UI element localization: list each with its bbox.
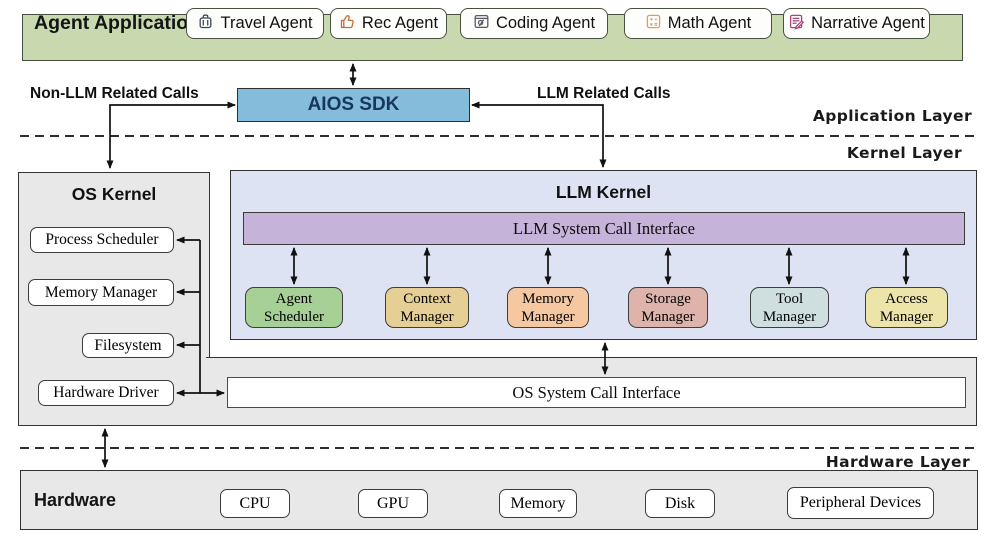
- os-system-call-interface-bar: OS System Call Interface: [227, 377, 966, 408]
- manager-tool: Tool Manager: [750, 287, 829, 328]
- hardware-disk: Disk: [645, 489, 715, 518]
- hardware-title: Hardware: [34, 489, 117, 510]
- manager-label-line1: Agent: [275, 290, 313, 307]
- luggage-icon: [197, 13, 214, 35]
- manager-label-line2: Manager: [521, 308, 575, 325]
- agent-box-label: Travel Agent: [220, 14, 313, 32]
- calculator-icon: [645, 13, 662, 35]
- arrow-sdk-os-kernel: [106, 101, 236, 169]
- thumbs-up-icon: [339, 13, 356, 35]
- hardware-layer-label: Hardware Layer: [825, 453, 970, 471]
- agent-box-rec: Rec Agent: [330, 8, 447, 39]
- agent-box-math: Math Agent: [624, 8, 772, 39]
- hardware-memory: Memory: [499, 489, 577, 518]
- agent-box-coding: Coding Agent: [460, 8, 608, 39]
- os-module-memory-manager: Memory Manager: [28, 279, 174, 306]
- manager-agent-scheduler: Agent Scheduler: [245, 287, 343, 328]
- agent-box-narrative: Narrative Agent: [783, 8, 930, 39]
- hardware-peripheral-devices: Peripheral Devices: [787, 487, 934, 519]
- manager-label-line2: Manager: [762, 308, 817, 325]
- manager-label-line1: Context: [403, 290, 451, 307]
- os-kernel-title: OS Kernel: [71, 184, 157, 204]
- llm-system-call-interface-bar: LLM System Call Interface: [243, 212, 965, 245]
- manager-label-line1: Access: [885, 290, 928, 307]
- hardware-cpu: CPU: [220, 489, 290, 518]
- llm-kernel-title: LLM Kernel: [555, 182, 652, 202]
- agent-box-label: Math Agent: [667, 14, 752, 32]
- non-llm-calls-label: Non-LLM Related Calls: [30, 85, 199, 102]
- manager-access: Access Manager: [865, 287, 948, 328]
- hardware-gpu: GPU: [358, 489, 428, 518]
- agent-box-label: Narrative Agent: [811, 14, 925, 32]
- agent-box-label: Rec Agent: [361, 14, 439, 32]
- application-layer-label: Application Layer: [812, 107, 972, 125]
- agent-box-travel: Travel Agent: [186, 8, 324, 39]
- llm-kernel-panel: [230, 170, 977, 340]
- agent-box-label: Coding Agent: [495, 14, 596, 32]
- arrow-sdk-llm-kernel: [471, 101, 607, 168]
- manager-label-line1: Storage: [645, 290, 691, 307]
- manager-memory: Memory Manager: [507, 287, 589, 328]
- manager-storage: Storage Manager: [628, 287, 708, 328]
- aios-sdk-box: AIOS SDK: [237, 88, 470, 122]
- manager-label-line2: Scheduler: [264, 308, 324, 325]
- os-module-filesystem: Filesystem: [82, 333, 174, 358]
- document-pen-icon: [788, 13, 805, 35]
- agent-applications-title: Agent Applications: [34, 12, 211, 34]
- manager-label-line1: Memory: [522, 290, 574, 307]
- manager-context: Context Manager: [385, 287, 469, 328]
- manager-label-line2: Manager: [641, 308, 695, 325]
- manager-label-line1: Tool: [775, 290, 804, 307]
- os-module-hardware-driver: Hardware Driver: [38, 380, 174, 406]
- os-module-process-scheduler: Process Scheduler: [30, 227, 174, 253]
- llm-calls-label: LLM Related Calls: [537, 85, 671, 102]
- code-window-icon: [473, 13, 490, 35]
- manager-label-line2: Manager: [879, 308, 934, 325]
- manager-label-line2: Manager: [400, 308, 454, 325]
- kernel-layer-label: Kernel Layer: [846, 144, 962, 162]
